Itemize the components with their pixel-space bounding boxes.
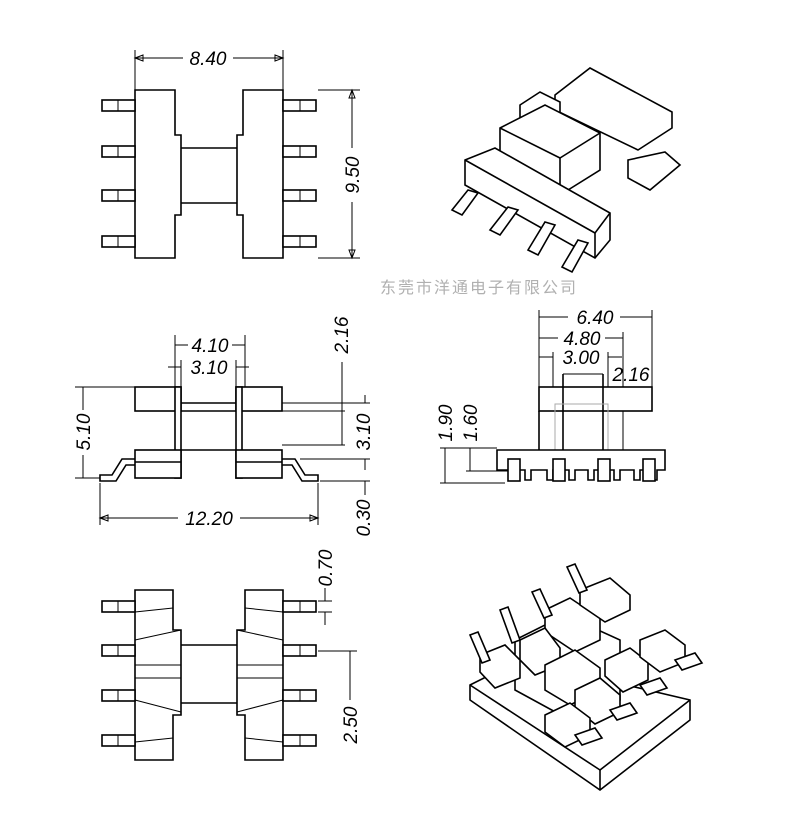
dim-3-10: 3.10 <box>191 358 228 379</box>
top-view: 8.40 9.50 <box>101 49 364 260</box>
dim-2-50: 2.50 <box>341 706 362 744</box>
dim-width: 8.40 <box>190 49 227 70</box>
company-watermark: 东莞市洋通电子有限公司 <box>380 278 578 297</box>
dim-3-00: 3.00 <box>563 348 600 369</box>
dim-3-10-gap: 3.10 <box>354 413 375 450</box>
isometric-view-top <box>450 67 682 274</box>
dim-0-70: 0.70 <box>316 549 337 586</box>
dim-2-16: 2.16 <box>332 316 353 354</box>
dim-height: 9.50 <box>343 156 364 193</box>
dim-4-10: 4.10 <box>192 336 229 357</box>
dim-1-90: 1.90 <box>436 404 457 441</box>
bottom-view: 0.70 2.50 <box>101 549 362 761</box>
pins-left <box>101 99 136 248</box>
dim-5-10: 5.10 <box>74 413 95 450</box>
dim-6-40: 6.40 <box>577 308 614 329</box>
dim-2-16-slot: 2.16 <box>612 365 650 386</box>
dim-12-20: 12.20 <box>185 509 233 530</box>
end-view: 6.40 4.80 3.00 2.16 1.90 1.60 <box>436 308 666 484</box>
isometric-view-bottom <box>468 562 704 791</box>
dim-4-80: 4.80 <box>564 329 601 350</box>
side-view: 4.10 3.10 5.10 12.20 2.16 3.10 0.30 <box>74 316 375 536</box>
dim-1-60: 1.60 <box>461 404 482 441</box>
dim-0-30: 0.30 <box>354 499 375 536</box>
pins-right <box>282 99 317 248</box>
